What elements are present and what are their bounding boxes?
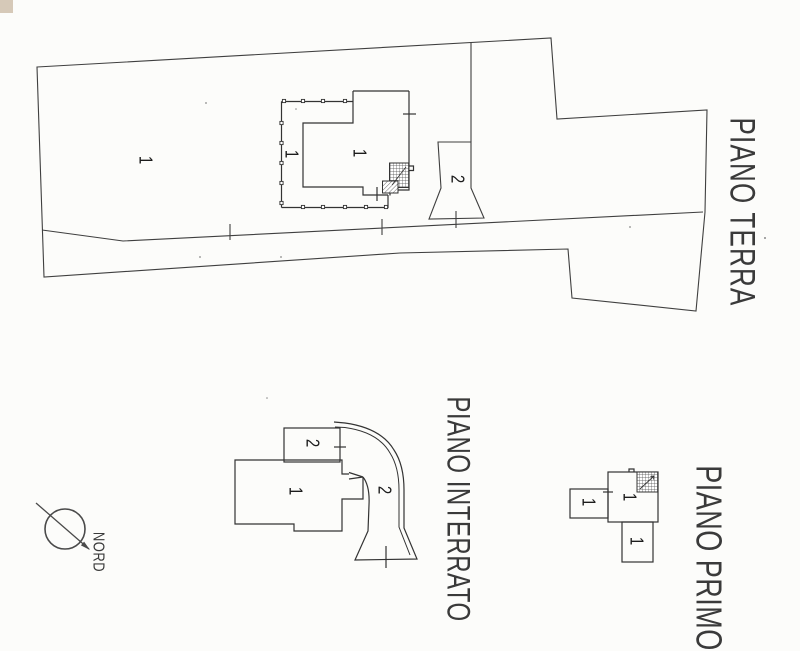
caption-piano-interrato: PIANO INTERRATO <box>439 396 476 622</box>
area-label-first-left: 1 <box>577 497 599 507</box>
area-label-basement-main: 1 <box>284 486 306 496</box>
area-label-first-main: 1 <box>618 492 640 502</box>
corner-artifact <box>0 0 13 13</box>
ramp-area-2-outline <box>428 141 485 220</box>
first-floor-lower <box>621 521 654 563</box>
area-label-building: 1 <box>348 148 370 158</box>
parcel-boundary <box>36 37 708 312</box>
first-floor-chimney <box>628 468 635 472</box>
area-label-basement-ramp: 2 <box>373 485 395 495</box>
north-arrow-line <box>35 502 90 550</box>
caption-piano-primo: PIANO PRIMO <box>688 465 729 651</box>
north-arrowhead <box>80 541 90 550</box>
parcel-division-line <box>41 211 704 242</box>
stair-arrow <box>639 475 655 490</box>
piano-primo-plan <box>569 468 659 563</box>
piano-interrato-plan <box>234 421 418 568</box>
north-symbol <box>35 502 90 550</box>
compass-label: NORD <box>90 531 108 573</box>
area-label-ramp: 2 <box>446 174 468 184</box>
area-label-parcel: 1 <box>134 155 156 165</box>
piano-terra-plan <box>36 37 708 312</box>
scan-specks <box>199 102 766 399</box>
basement-wall-spur <box>348 471 364 480</box>
staircase-hatch <box>382 162 410 194</box>
area-label-porch: 1 <box>280 149 302 159</box>
caption-piano-terra: PIANO TERRA <box>722 117 763 307</box>
first-floor-left <box>569 488 609 519</box>
first-floor-stair-hatch <box>636 471 659 493</box>
basement-main-outline <box>234 459 364 532</box>
porch-columns <box>279 98 389 210</box>
north-circle <box>44 508 86 550</box>
area-label-first-lower: 1 <box>625 536 647 546</box>
basement-room-2 <box>283 427 341 463</box>
building-footprint <box>279 90 416 210</box>
basement-ramp <box>333 421 418 568</box>
area-label-basement-room: 2 <box>301 438 323 448</box>
